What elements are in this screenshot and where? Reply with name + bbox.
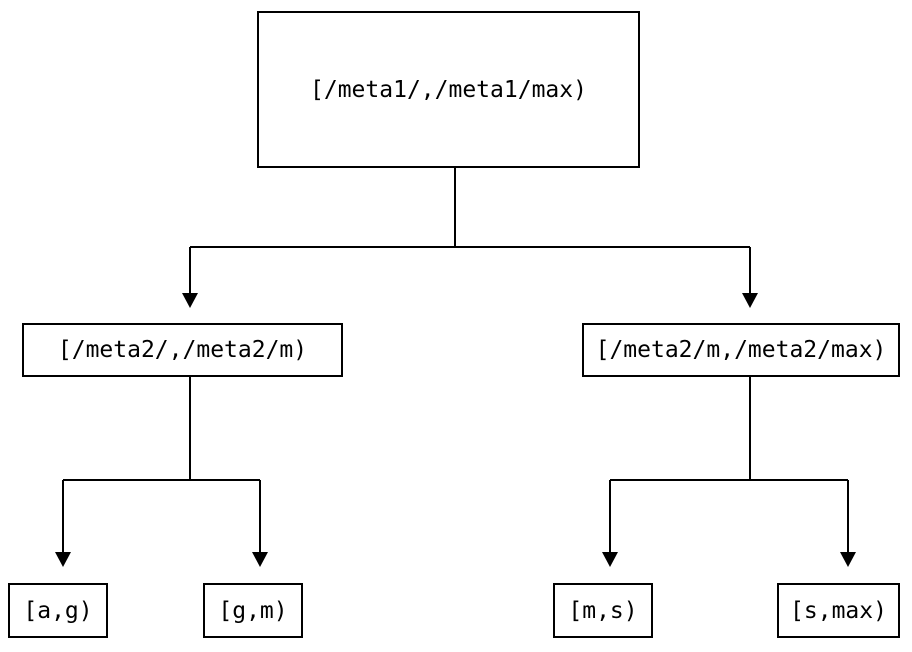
node-leaf-g-m: [g,m) xyxy=(203,583,303,638)
edge-right-children xyxy=(602,377,856,567)
node-leaf-s-max: [s,max) xyxy=(777,583,900,638)
node-meta2-left: [/meta2/,/meta2/m) xyxy=(22,323,343,377)
node-root-label: [/meta1/,/meta1/max) xyxy=(310,76,587,103)
node-leaf-a-g: [a,g) xyxy=(8,583,108,638)
node-meta2-right-label: [/meta2/m,/meta2/max) xyxy=(595,337,887,363)
arrowhead-down-icon xyxy=(742,293,758,308)
node-leaf-s-max-label: [s,max) xyxy=(790,597,887,624)
node-leaf-a-g-label: [a,g) xyxy=(23,597,93,624)
node-root: [/meta1/,/meta1/max) xyxy=(257,11,640,168)
arrowhead-down-icon xyxy=(252,552,268,567)
arrowhead-down-icon xyxy=(182,293,198,308)
node-meta2-left-label: [/meta2/,/meta2/m) xyxy=(57,337,308,363)
arrowhead-down-icon xyxy=(840,552,856,567)
node-leaf-g-m-label: [g,m) xyxy=(218,597,288,624)
arrowhead-down-icon xyxy=(55,552,71,567)
node-leaf-m-s-label: [m,s) xyxy=(568,597,638,624)
edge-left-children xyxy=(55,377,268,567)
node-leaf-m-s: [m,s) xyxy=(553,583,653,638)
edge-root-children xyxy=(182,168,758,308)
node-meta2-right: [/meta2/m,/meta2/max) xyxy=(582,323,900,377)
arrowhead-down-icon xyxy=(602,552,618,567)
